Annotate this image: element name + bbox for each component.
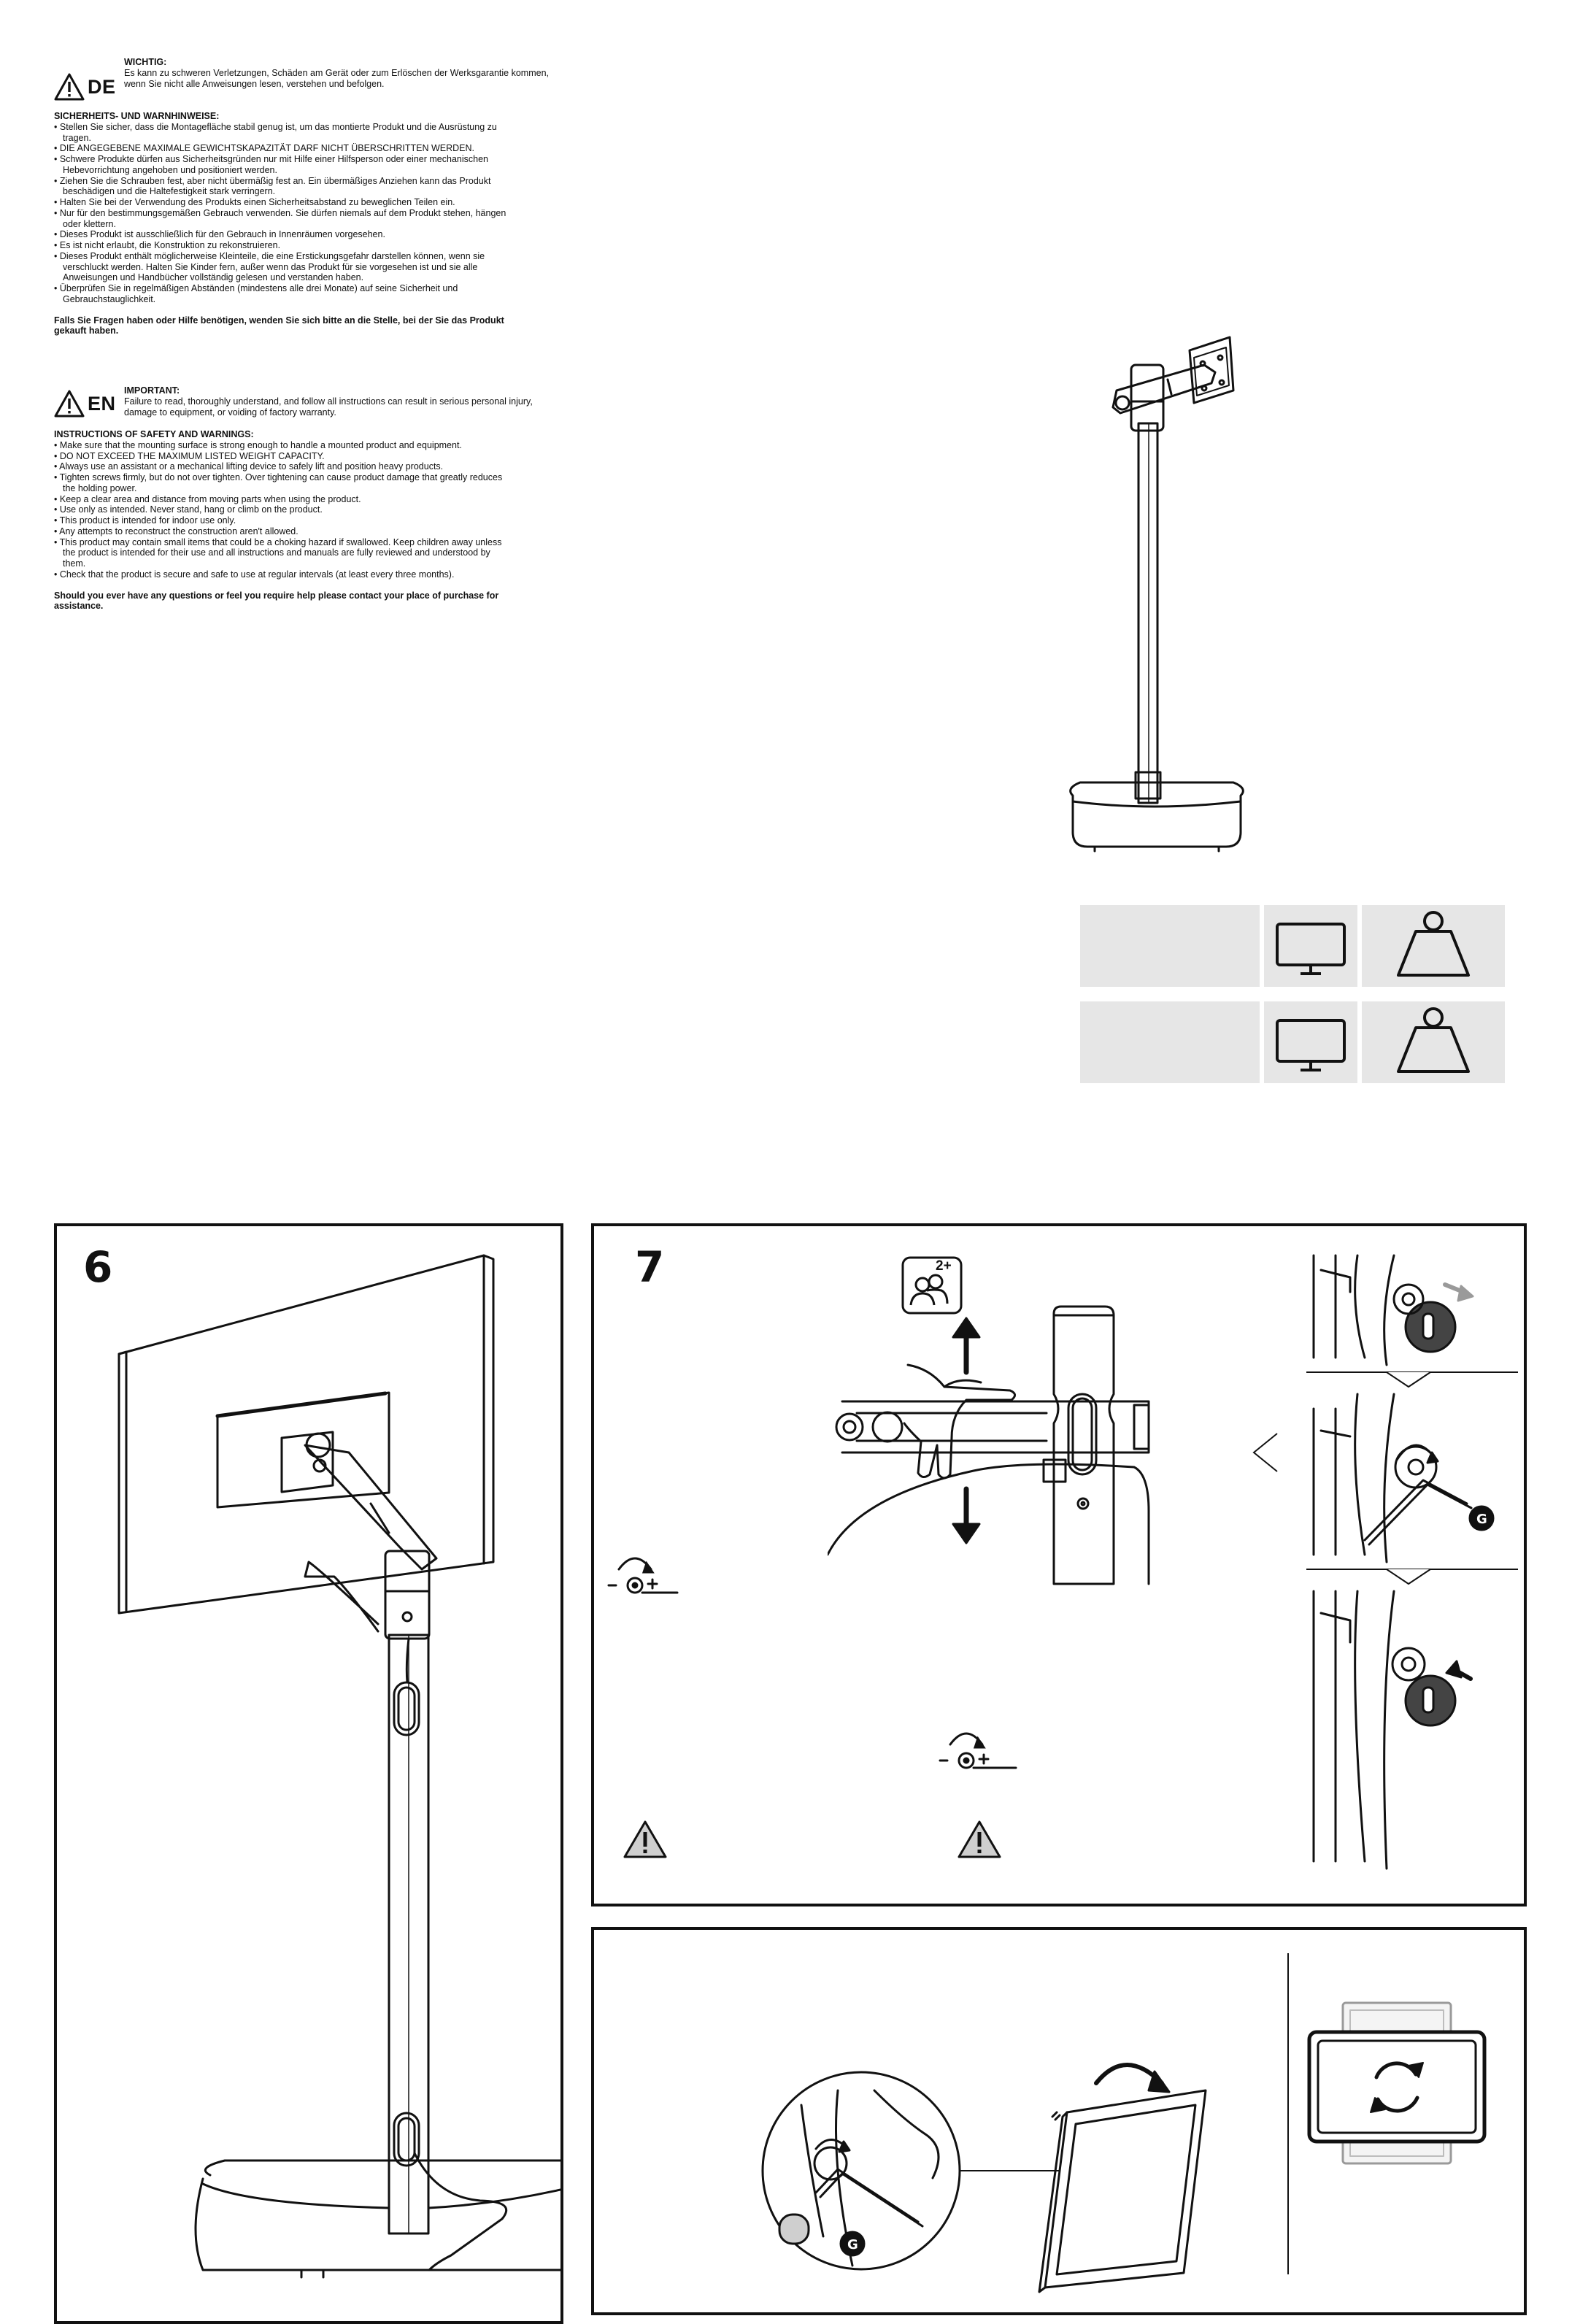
list-item: Stellen Sie sicher, dass die Montagefläc… (54, 122, 506, 144)
detail-pointer (1252, 1433, 1278, 1472)
list-item: Tighten screws firmly, but do not over t… (54, 472, 506, 494)
assistant-badge: 2+ (901, 1255, 963, 1315)
intro-paragraph: IMPORTANT: Failure to read, thoroughly u… (124, 385, 555, 418)
weight-icon (1397, 911, 1470, 977)
tension-detail-sequence: G (1306, 1254, 1518, 1870)
step-number: 6 (83, 1242, 113, 1292)
tension-adjust-icon (607, 1557, 679, 1594)
spec-cell-monitor (1264, 905, 1357, 987)
spec-cell-weight (1362, 1001, 1505, 1083)
list-item: Nur für den bestimmungsgemäßen Gebrauch … (54, 208, 506, 230)
warning-triangle-icon (54, 390, 85, 418)
list-item: Halten Sie bei der Verwendung des Produk… (54, 197, 506, 208)
tilted-monitor-illustration (1038, 2063, 1207, 2293)
list-item: Dieses Produkt ist ausschließlich für de… (54, 229, 506, 240)
safety-header-de: DE WICHTIG: Es kann zu schweren Verletzu… (54, 57, 549, 108)
list-item: DO NOT EXCEED THE MAXIMUM LISTED WEIGHT … (54, 451, 506, 462)
safety-block-en: EN IMPORTANT: Failure to read, thoroughl… (54, 385, 533, 612)
spec-cell-label (1080, 1001, 1260, 1083)
language-code: EN (88, 393, 116, 415)
language-code: DE (88, 76, 116, 98)
height-adjust-illustration (828, 1305, 1150, 1585)
list-item: Make sure that the mounting surface is s… (54, 440, 506, 451)
step-7-panel: 7 2+ (591, 1223, 1527, 1906)
list-item: Keep a clear area and distance from movi… (54, 494, 506, 505)
safety-block-de: DE WICHTIG: Es kann zu schweren Verletzu… (54, 57, 549, 336)
spec-cell-monitor (1264, 1001, 1357, 1083)
tool-label: G (847, 2237, 858, 2252)
list-item: This product is intended for indoor use … (54, 515, 506, 526)
intro-title: IMPORTANT: (124, 385, 180, 396)
list-item: Ziehen Sie die Schrauben fest, aber nich… (54, 176, 506, 198)
monitor-icon (1276, 923, 1346, 975)
list-item: Check that the product is secure and saf… (54, 569, 506, 580)
intro-title: WICHTIG: (124, 57, 167, 67)
section-title: SICHERHEITS- UND WARNHINWEISE: (54, 111, 220, 121)
two-person-icon (901, 1256, 963, 1315)
spec-cell-label (1080, 905, 1260, 987)
list-item: Any attempts to reconstruct the construc… (54, 526, 506, 537)
closing-note: Should you ever have any questions or fe… (54, 590, 499, 612)
panel-divider (1287, 1953, 1289, 2274)
person-count: 2+ (936, 1258, 952, 1274)
intro-text: Es kann zu schweren Verletzungen, Schäde… (124, 67, 550, 89)
closing-note: Falls Sie Fragen haben oder Hilfe benöti… (54, 315, 504, 336)
portrait-landscape-rotate (1307, 2001, 1487, 2165)
intro-text: Failure to read, thoroughly understand, … (124, 396, 533, 418)
rotation-panel: G (591, 1927, 1527, 2315)
rotate-icon (1370, 2061, 1424, 2113)
detail-replace-cap (1312, 1590, 1473, 1870)
step-number: 7 (635, 1242, 665, 1292)
list-item: Schwere Produkte dürfen aus Sicherheitsg… (54, 154, 506, 176)
list-item: Use only as intended. Never stand, hang … (54, 504, 506, 515)
list-item: DIE ANGEGEBENE MAXIMALE GEWICHTSKAPAZITÄ… (54, 143, 506, 154)
step-6-panel: 6 (54, 1223, 563, 2324)
section-title: INSTRUCTIONS OF SAFETY AND WARNINGS: (54, 429, 254, 439)
safety-list: Make sure that the mounting surface is s… (54, 440, 506, 580)
list-item: Es ist nicht erlaubt, die Konstruktion z… (54, 240, 506, 251)
detail-remove-cap (1312, 1254, 1474, 1366)
list-item: This product may contain small items tha… (54, 537, 506, 569)
warning-triangle-icon (958, 1820, 1001, 1858)
warning-triangle-icon (54, 73, 85, 101)
safety-header-en: EN IMPORTANT: Failure to read, thoroughl… (54, 385, 533, 426)
mounted-monitor-illustration (117, 1254, 560, 2279)
intro-paragraph: WICHTIG: Es kann zu schweren Verletzunge… (124, 57, 555, 89)
monitor-icon (1276, 1019, 1346, 1071)
tool-label: G (1476, 1512, 1487, 1527)
warning-triangle-icon (623, 1820, 667, 1858)
weight-icon (1397, 1007, 1470, 1073)
list-item: Always use an assistant or a mechanical … (54, 461, 506, 472)
list-item: Überprüfen Sie in regelmäßigen Abständen… (54, 283, 506, 305)
tension-adjust-icon (939, 1732, 1017, 1769)
spec-cell-weight (1362, 905, 1505, 987)
detail-turn-key: G (1312, 1393, 1495, 1563)
floor-stand-illustration (1069, 336, 1244, 853)
list-item: Dieses Produkt enthält möglicherweise Kl… (54, 251, 506, 283)
safety-list: Stellen Sie sicher, dass die Montagefläc… (54, 122, 506, 305)
